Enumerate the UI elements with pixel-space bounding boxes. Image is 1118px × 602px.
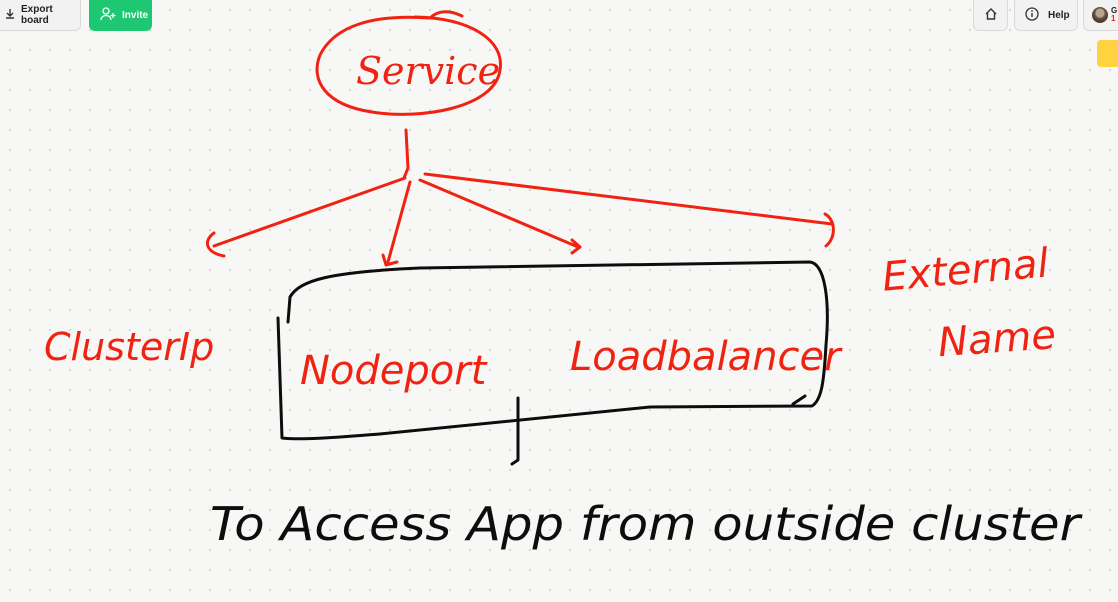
arrow-to-externalname xyxy=(423,172,834,226)
avatar xyxy=(1092,7,1108,23)
externalname-label-line2: Name xyxy=(936,312,1057,366)
arrow-to-clusterip xyxy=(212,176,407,248)
box-to-caption-line xyxy=(510,396,520,466)
help-button[interactable]: Help xyxy=(1014,0,1078,31)
user-info: G 1 xyxy=(1111,7,1117,23)
service-label: Service xyxy=(356,49,500,93)
export-board-button[interactable]: Export board xyxy=(0,0,81,31)
info-icon xyxy=(1025,6,1039,24)
nodeport-label: Nodeport xyxy=(300,348,488,394)
add-user-icon xyxy=(100,6,116,24)
home-icon xyxy=(984,7,998,24)
export-icon xyxy=(5,8,15,23)
user-menu-button[interactable]: G 1 xyxy=(1083,0,1118,31)
export-board-label: Export board xyxy=(21,4,53,26)
sticky-note-tab[interactable] xyxy=(1097,40,1118,67)
externalname-label-line1: External xyxy=(880,240,1050,300)
invite-label: Invite xyxy=(122,9,149,21)
user-initial: G xyxy=(1111,6,1118,15)
loadbalancer-label: Loadbalancer xyxy=(570,334,843,380)
help-label: Help xyxy=(1048,9,1070,21)
nodeport-loadbalancer-box xyxy=(276,260,829,441)
arrow-to-nodeport xyxy=(386,180,412,264)
arrow-to-loadbalancer xyxy=(418,178,580,249)
caption-text: To Access App from outside cluster xyxy=(210,497,1083,551)
clusterip-label: ClusterIp xyxy=(44,325,214,369)
home-button[interactable] xyxy=(973,0,1008,31)
user-badge: 1 xyxy=(1111,14,1116,23)
invite-button[interactable]: Invite xyxy=(89,0,152,31)
service-ellipse xyxy=(315,10,502,116)
service-trunk-line xyxy=(402,128,410,180)
